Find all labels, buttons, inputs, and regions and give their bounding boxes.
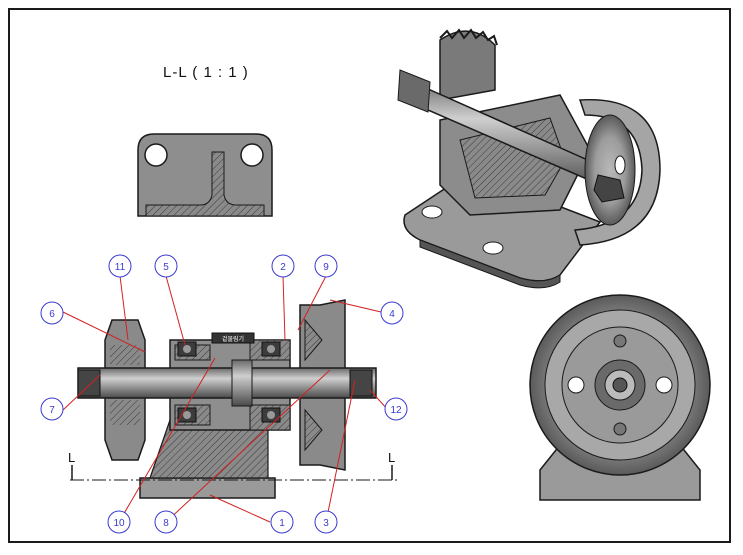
balloon-1: 1 — [270, 510, 294, 534]
cut-label-left: L — [68, 450, 75, 465]
balloon-7: 7 — [40, 397, 64, 421]
balloon-label: 9 — [323, 262, 329, 273]
balloon-label: 11 — [115, 262, 126, 273]
balloon-10: 10 — [107, 510, 131, 534]
balloon-label: 7 — [49, 405, 55, 416]
balloon-5: 5 — [154, 254, 178, 278]
balloon-8: 8 — [154, 510, 178, 534]
balloon-6: 6 — [40, 301, 64, 325]
balloon-12: 12 — [384, 397, 408, 421]
balloon-9: 9 — [314, 254, 338, 278]
side-view — [529, 294, 711, 501]
balloon-label: 5 — [163, 262, 169, 273]
balloon-4: 4 — [380, 301, 404, 325]
isometric-cutaway-view — [397, 28, 661, 289]
balloon-label: 3 — [323, 518, 329, 529]
balloon-3: 3 — [314, 510, 338, 534]
balloon-2: 2 — [271, 254, 295, 278]
balloon-label: 1 — [279, 518, 285, 529]
part-tag-label: 겉물림기 — [222, 335, 244, 343]
balloon-label: 4 — [389, 309, 395, 320]
balloon-11: 11 — [108, 254, 132, 278]
balloon-label: 2 — [280, 262, 286, 273]
leader-lines — [62, 275, 389, 523]
balloon-label: 8 — [163, 518, 169, 529]
section-view-title: L-L ( 1 : 1 ) — [163, 64, 249, 81]
balloon-label: 12 — [390, 405, 402, 416]
balloon-label: 10 — [113, 518, 125, 529]
bracket-detail-view — [137, 133, 273, 217]
cut-label-right: L — [388, 450, 395, 465]
front-section-view: 겉물림기 L L — [68, 299, 400, 499]
balloon-label: 6 — [49, 309, 55, 320]
